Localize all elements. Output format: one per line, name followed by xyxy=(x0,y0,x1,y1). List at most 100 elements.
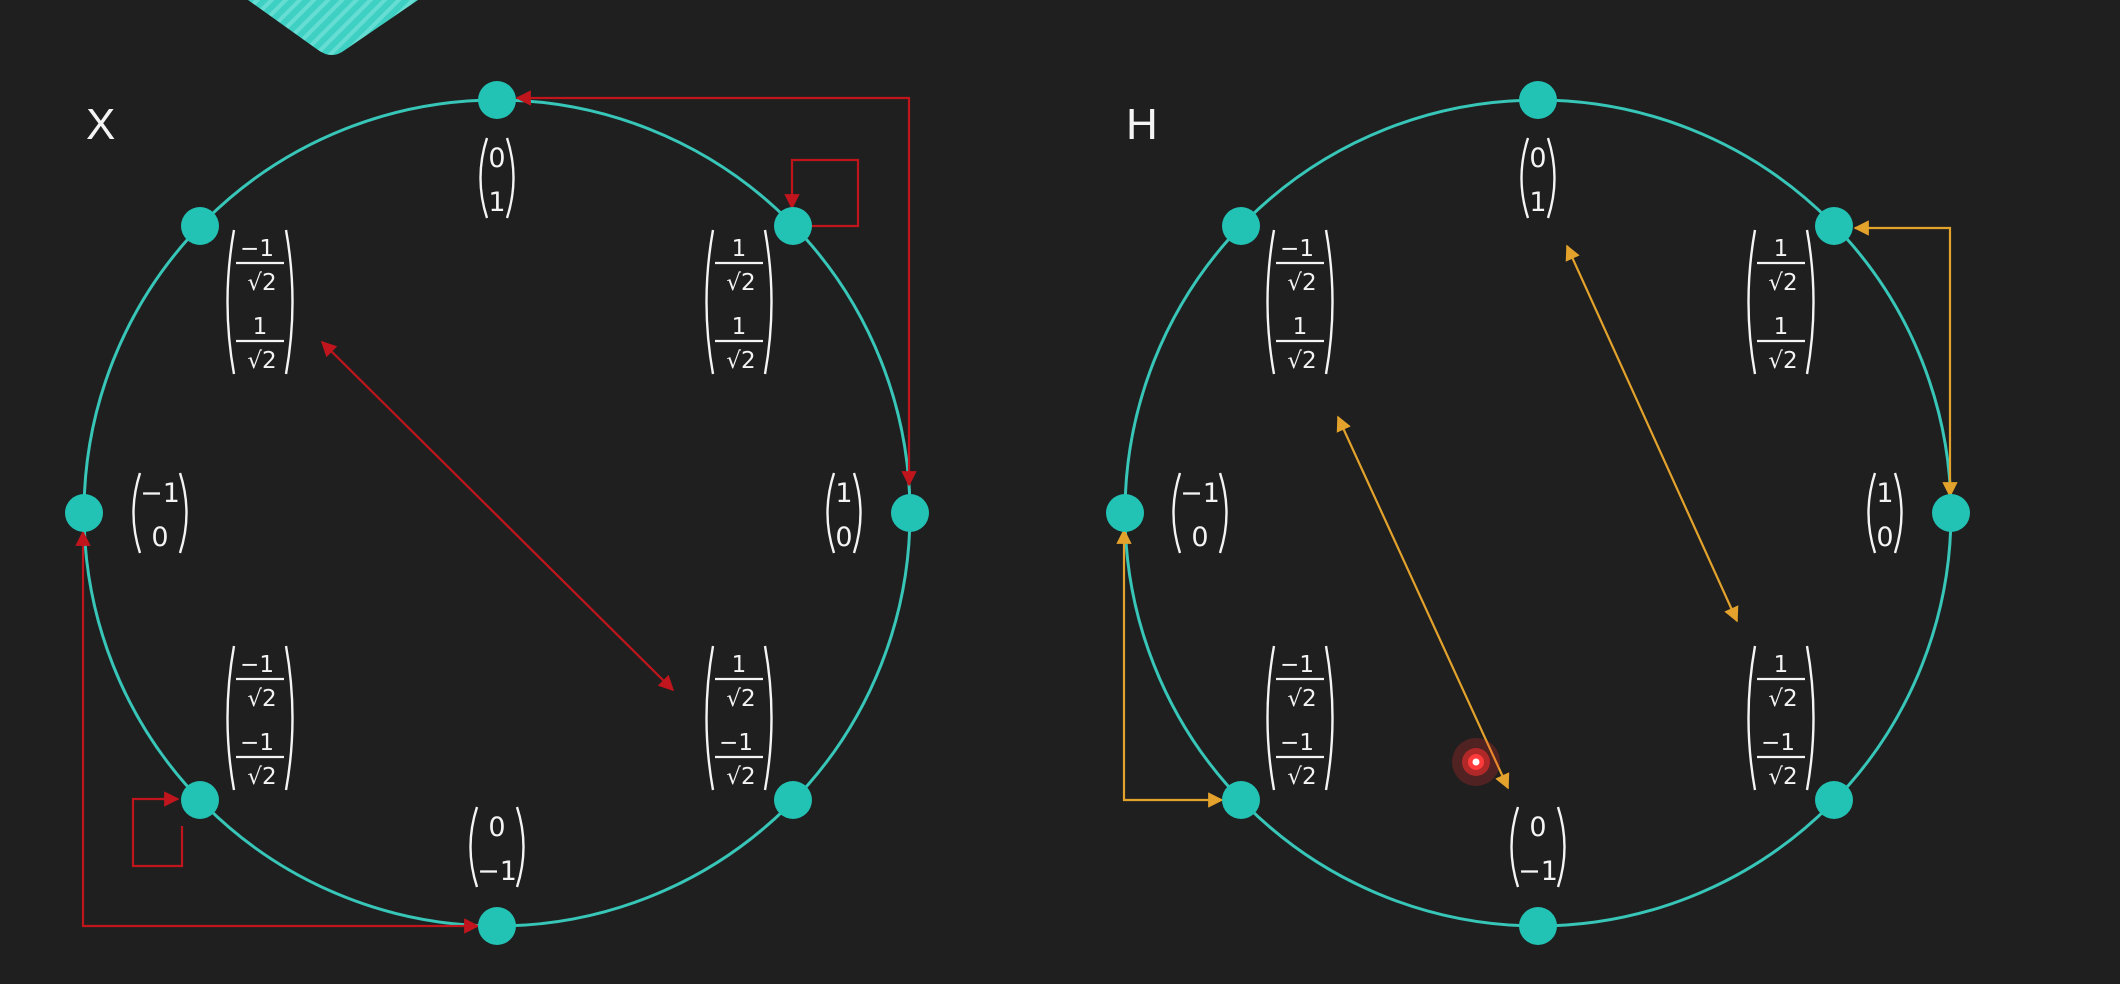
vector-entry-denominator: √2 xyxy=(247,348,276,374)
vector-entry-denominator: √2 xyxy=(726,686,755,712)
x-state-node-up-left xyxy=(181,207,219,245)
vector-entry-denominator: √2 xyxy=(1768,686,1797,712)
h-state-vector-down: 0−1 xyxy=(1510,806,1566,888)
left-bracket xyxy=(469,806,479,888)
h-state-vector-up: 01 xyxy=(1520,137,1556,219)
vector-entry: 1 xyxy=(488,187,505,218)
x-arrow-self-up-right xyxy=(784,158,860,228)
panel-title-x: X xyxy=(86,100,115,149)
vector-entry-numerator: 1 xyxy=(732,236,747,262)
right-bracket xyxy=(178,472,188,554)
h-state-node-up xyxy=(1519,81,1557,119)
left-bracket xyxy=(1520,137,1530,219)
h-state-vector-right: 10 xyxy=(1867,472,1903,554)
right-bracket xyxy=(284,229,294,375)
vector-entry-denominator: √2 xyxy=(726,348,755,374)
right-bracket xyxy=(1218,472,1228,554)
x-state-vector-down: 0−1 xyxy=(469,806,525,888)
h-state-vector-labels: 011√21/√21√21/√2101√21/√2−1√2−1/√20−1−1√… xyxy=(1172,137,1903,888)
right-bracket xyxy=(852,472,862,554)
x-state-vector-up-left: −1√2−1/√21√21/√2 xyxy=(226,229,294,375)
vector-entry-denominator: √2 xyxy=(1287,686,1316,712)
vector-entry: 0 xyxy=(835,522,852,553)
left-bracket xyxy=(226,229,236,375)
h-state-node-right xyxy=(1932,494,1970,532)
vector-entry-numerator: 1 xyxy=(1774,236,1789,262)
left-bracket xyxy=(1747,229,1757,375)
vector-entry-denominator: √2 xyxy=(1287,270,1316,296)
vector-entry-numerator: −1 xyxy=(1280,652,1314,678)
right-bracket xyxy=(1324,229,1334,375)
x-state-vector-right: 10 xyxy=(826,472,862,554)
left-bracket xyxy=(1510,806,1520,888)
h-state-node-down-left xyxy=(1222,781,1260,819)
vector-entry-denominator: √2 xyxy=(726,764,755,790)
x-state-vector-down-right: 1√21/√2−1√2−1/√2 xyxy=(705,645,773,791)
h-state-vector-down-left: −1√2−1/√2−1√2−1/√2 xyxy=(1266,645,1334,791)
vector-entry-numerator: −1 xyxy=(719,730,753,756)
left-bracket xyxy=(705,645,715,791)
x-arrow-right-to-up xyxy=(515,90,917,487)
x-arrow-diagonal-swap xyxy=(320,340,675,692)
vector-entry: −1 xyxy=(1180,478,1220,509)
h-state-vector-left: −10 xyxy=(1172,472,1228,554)
x-arrow-left-to-down xyxy=(75,530,480,934)
x-state-vector-labels: 011√21/√21√21/√2101√21/√2−1√2−1/√20−1−1√… xyxy=(132,137,862,888)
vector-entry-numerator: −1 xyxy=(240,730,274,756)
right-bracket xyxy=(1893,472,1903,554)
vector-entry-denominator: √2 xyxy=(247,270,276,296)
vector-entry: 0 xyxy=(1529,143,1546,174)
h-state-vector-up-left: −1√2−1/√21√21/√2 xyxy=(1266,229,1334,375)
left-bracket xyxy=(1266,229,1276,375)
cursor-highlight-icon xyxy=(1452,738,1500,786)
right-bracket xyxy=(1546,137,1556,219)
right-bracket xyxy=(1324,645,1334,791)
panel-title-h: H xyxy=(1126,100,1158,149)
x-state-vector-left: −10 xyxy=(132,472,188,554)
left-bracket xyxy=(705,229,715,375)
vector-entry: 1 xyxy=(1529,187,1546,218)
vector-entry: 1 xyxy=(1876,478,1893,509)
vector-entry: 0 xyxy=(1876,522,1893,553)
right-bracket xyxy=(1556,806,1566,888)
vector-entry-numerator: −1 xyxy=(1280,236,1314,262)
right-bracket xyxy=(1805,229,1815,375)
h-arrow-up-to-down-right xyxy=(1565,244,1739,623)
left-bracket xyxy=(1867,472,1877,554)
vector-entry-denominator: √2 xyxy=(1768,270,1797,296)
x-panel: 011√21/√21√21/√2101√21/√2−1√2−1/√20−1−1√… xyxy=(65,81,929,945)
x-state-vector-up-right: 1√21/√21√21/√2 xyxy=(705,229,773,375)
x-state-node-down-left xyxy=(181,781,219,819)
vector-entry: 0 xyxy=(1529,812,1546,843)
vector-entry-denominator: √2 xyxy=(247,764,276,790)
vector-entry-numerator: 1 xyxy=(1774,652,1789,678)
h-panel: 011√21/√21√21/√2101√21/√2−1√2−1/√20−1−1√… xyxy=(1106,81,1970,945)
right-bracket xyxy=(763,645,773,791)
left-bracket xyxy=(826,472,836,554)
right-bracket xyxy=(505,137,515,219)
left-bracket xyxy=(1747,645,1757,791)
x-state-node-left xyxy=(65,494,103,532)
vector-entry-numerator: −1 xyxy=(1280,730,1314,756)
x-state-vector-down-left: −1√2−1/√2−1√2−1/√2 xyxy=(226,645,294,791)
vector-entry-denominator: √2 xyxy=(726,270,755,296)
vector-entry-denominator: √2 xyxy=(1287,348,1316,374)
vector-entry-denominator: √2 xyxy=(1768,348,1797,374)
h-state-node-down xyxy=(1519,907,1557,945)
right-bracket xyxy=(284,645,294,791)
h-arrow-left-to-down-left xyxy=(1116,528,1224,808)
vector-entry-numerator: −1 xyxy=(1761,730,1795,756)
x-state-node-right xyxy=(891,494,929,532)
striped-teal-logo-icon xyxy=(248,0,418,55)
vector-entry: 0 xyxy=(1191,522,1208,553)
right-bracket xyxy=(515,806,525,888)
left-bracket xyxy=(132,472,142,554)
x-state-node-up-right xyxy=(774,207,812,245)
h-arrow-up-right-to-right xyxy=(1853,220,1958,498)
h-state-node-down-right xyxy=(1815,781,1853,819)
vector-entry: −1 xyxy=(477,856,517,887)
left-bracket xyxy=(1172,472,1182,554)
vector-entry-numerator: 1 xyxy=(1774,314,1789,340)
vector-entry-numerator: 1 xyxy=(253,314,268,340)
